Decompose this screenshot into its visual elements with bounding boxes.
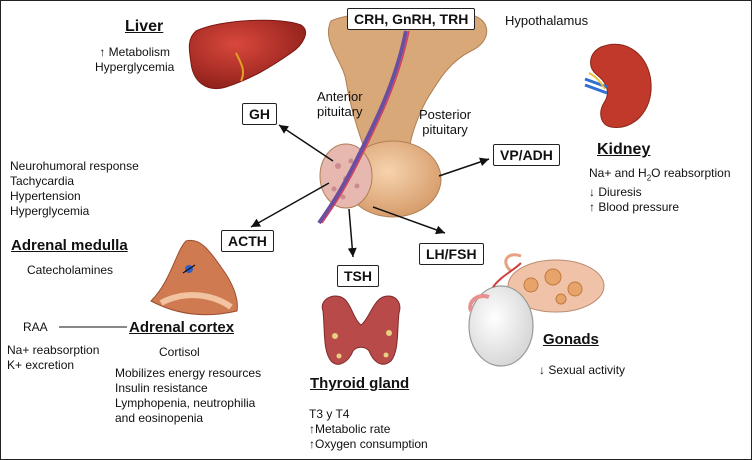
adrenal-cortex-effects: Mobilizes energy resources Insulin resis… [115, 366, 262, 425]
kidney-title: Kidney [597, 141, 651, 158]
testis-shape [468, 285, 534, 367]
hypothalamus-label: Hypothalamus [505, 13, 589, 28]
arrow-lhfsh [372, 206, 446, 235]
adrenal-medulla-title: Adrenal medulla [11, 237, 128, 254]
arrow-gh [278, 124, 334, 162]
arrow-vpadh [438, 157, 490, 177]
thyroid-title: Thyroid gland [310, 375, 410, 392]
vpadh-box: VP/ADH [493, 144, 560, 166]
thyroid-shape [321, 295, 401, 365]
portal-vessel [317, 30, 408, 225]
liver-shape [188, 19, 306, 89]
ovary-shape [507, 259, 605, 313]
thyroid-effects: T3 y T4 ↑Metabolic rate ↑Oxygen consumpt… [309, 407, 428, 451]
hypothalamic-hormones-box: CRH, GnRH, TRH [347, 8, 476, 30]
lhfsh-box: LH/FSH [419, 243, 484, 265]
adrenal-medulla-hormone: Catecholamines [27, 263, 114, 277]
gonads-effects: ↓ Sexual activity [539, 363, 626, 377]
kidney-effects: Na+ and H2O reabsorption ↓ Diuresis ↑ Bl… [589, 166, 731, 215]
adrenal-cortex-title: Adrenal cortex [129, 319, 235, 336]
arrow-acth [250, 182, 330, 228]
tsh-box: TSH [337, 265, 379, 287]
thyroid-follicles [332, 330, 392, 359]
gh-box: GH [242, 103, 277, 125]
adrenal-cortex-hormone: Cortisol [159, 345, 200, 359]
liver-title: Liver [125, 18, 164, 35]
kidney-shape [590, 43, 652, 128]
gonads-title: Gonads [543, 331, 599, 348]
kidney-effect-reabsorption: Na+ and H2O reabsorption [589, 166, 731, 183]
raa-effects: Na+ reabsorption K+ excretion [7, 343, 100, 372]
adrenal-medulla-effects: Neurohumoral response Tachycardia Hypert… [10, 159, 139, 218]
raa-label: RAA [23, 320, 48, 334]
arrow-tsh [347, 208, 357, 258]
acth-box: ACTH [221, 230, 274, 252]
